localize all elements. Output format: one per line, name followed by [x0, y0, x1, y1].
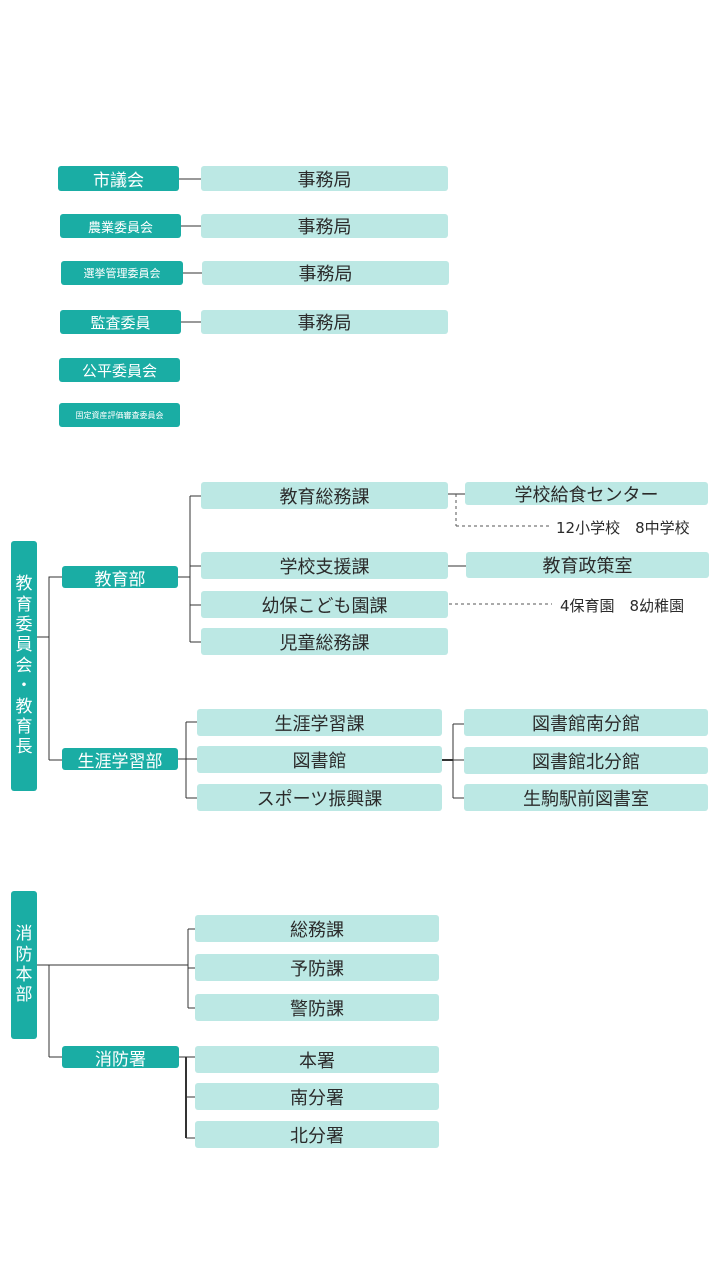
committee-box-city-council: 市議会	[58, 166, 179, 191]
policy-office-box: 教育政策室	[466, 552, 709, 578]
education-board-char: 育	[15, 716, 33, 737]
section-box-sports: スポーツ振興課	[197, 784, 442, 811]
committee-box-equity: 公平委員会	[59, 358, 180, 382]
nursery-label: 4保育園 8幼稚園	[560, 597, 685, 615]
office-box-election: 事務局	[202, 261, 449, 285]
fire-hq-char: 部	[15, 985, 33, 1006]
branch-box-north: 図書館北分館	[464, 747, 708, 774]
education-board-char: 委	[15, 615, 33, 636]
education-board-char: 育	[15, 594, 33, 615]
fire-unit-box-main: 本署	[195, 1046, 439, 1073]
section-box-nursery: 幼保こども園課	[201, 591, 448, 618]
fire-unit-box-north: 北分署	[195, 1121, 439, 1148]
section-box-child-general: 児童総務課	[201, 628, 448, 655]
lifelong-dept-box: 生涯学習部	[62, 748, 178, 772]
fire-hq-box: 消 防 本 部	[11, 891, 37, 1039]
committee-box-audit: 監査委員	[60, 310, 181, 334]
section-box-education-general: 教育総務課	[201, 482, 448, 509]
office-box-audit: 事務局	[201, 310, 448, 334]
section-box-school-support: 学校支援課	[201, 552, 448, 579]
lunch-center-box: 学校給食センター	[465, 482, 708, 506]
fire-hq-char: 本	[15, 965, 33, 985]
fire-section-box-defense: 警防課	[195, 994, 439, 1021]
committee-box-election: 選挙管理委員会	[61, 261, 183, 285]
fire-hq-char: 消	[15, 924, 33, 945]
branch-box-station: 生駒駅前図書室	[464, 784, 708, 811]
section-box-library: 図書館	[197, 746, 442, 773]
education-board-box: 教 育 委 員 会 ・ 教 育 長	[11, 541, 37, 791]
education-board-char: 員	[15, 635, 33, 656]
education-dept-box: 教育部	[62, 566, 178, 590]
committee-box-property-review: 固定資産評価審査委員会	[59, 403, 180, 427]
fire-section-box-prevention: 予防課	[195, 954, 439, 981]
branch-box-south: 図書館南分館	[464, 709, 708, 736]
committee-box-agriculture: 農業委員会	[60, 214, 181, 238]
education-board-char: ・	[15, 676, 33, 697]
education-board-char: 会	[15, 655, 33, 676]
fire-hq-char: 防	[15, 944, 33, 965]
education-board-char: 教	[15, 696, 33, 717]
office-box-city-council: 事務局	[201, 166, 448, 191]
office-box-agriculture: 事務局	[201, 214, 448, 238]
fire-station-box: 消防署	[62, 1046, 179, 1070]
fire-section-box-general: 総務課	[195, 915, 439, 942]
education-board-char: 教	[15, 574, 33, 595]
education-board-char: 長	[15, 737, 33, 758]
schools-label: 12小学校 8中学校	[556, 519, 690, 537]
fire-unit-box-south: 南分署	[195, 1083, 439, 1110]
section-box-lifelong: 生涯学習課	[197, 709, 442, 736]
